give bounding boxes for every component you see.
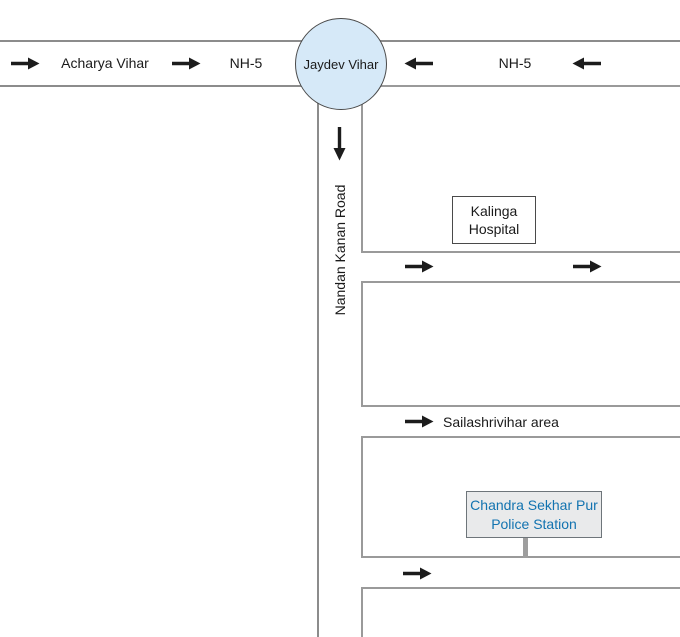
hospital-label-line1: Kalinga bbox=[470, 202, 518, 219]
acharya-vihar-label: Acharya Vihar bbox=[61, 55, 149, 71]
nandan-kanan-road-left-edge bbox=[317, 87, 319, 637]
arrow-right-icon bbox=[405, 415, 434, 428]
arrow-right-icon bbox=[172, 57, 201, 70]
hospital-label-line2: Hospital bbox=[468, 221, 520, 237]
kalinga-hospital-box: Kalinga Hospital bbox=[452, 196, 536, 244]
arrow-down-icon bbox=[333, 127, 346, 161]
arrow-right-icon bbox=[573, 260, 602, 273]
police-label-line1: Chandra Sekhar Pur bbox=[470, 497, 598, 514]
police-station-box: Chandra Sekhar Pur Police Station bbox=[466, 491, 602, 538]
nh5-right-label: NH-5 bbox=[498, 55, 532, 71]
arrow-left-icon bbox=[572, 57, 601, 70]
city-block-2 bbox=[361, 281, 680, 407]
police-label-line2: Police Station bbox=[491, 515, 577, 532]
arrow-right-icon bbox=[405, 260, 434, 273]
nh5-left-label: NH-5 bbox=[229, 55, 263, 71]
roundabout-label: Jaydev Vihar bbox=[303, 56, 379, 72]
sailashrivihar-area-label: Sailashrivihar area bbox=[443, 414, 559, 430]
roundabout-jaydev-vihar: Jaydev Vihar bbox=[295, 18, 387, 110]
police-box-connector bbox=[523, 538, 528, 558]
arrow-right-icon bbox=[11, 57, 40, 70]
city-block-bottom bbox=[361, 587, 680, 637]
nandan-kanan-road-label: Nandan Kanan Road bbox=[332, 184, 348, 316]
arrow-left-icon bbox=[404, 57, 433, 70]
arrow-right-icon bbox=[403, 567, 432, 580]
